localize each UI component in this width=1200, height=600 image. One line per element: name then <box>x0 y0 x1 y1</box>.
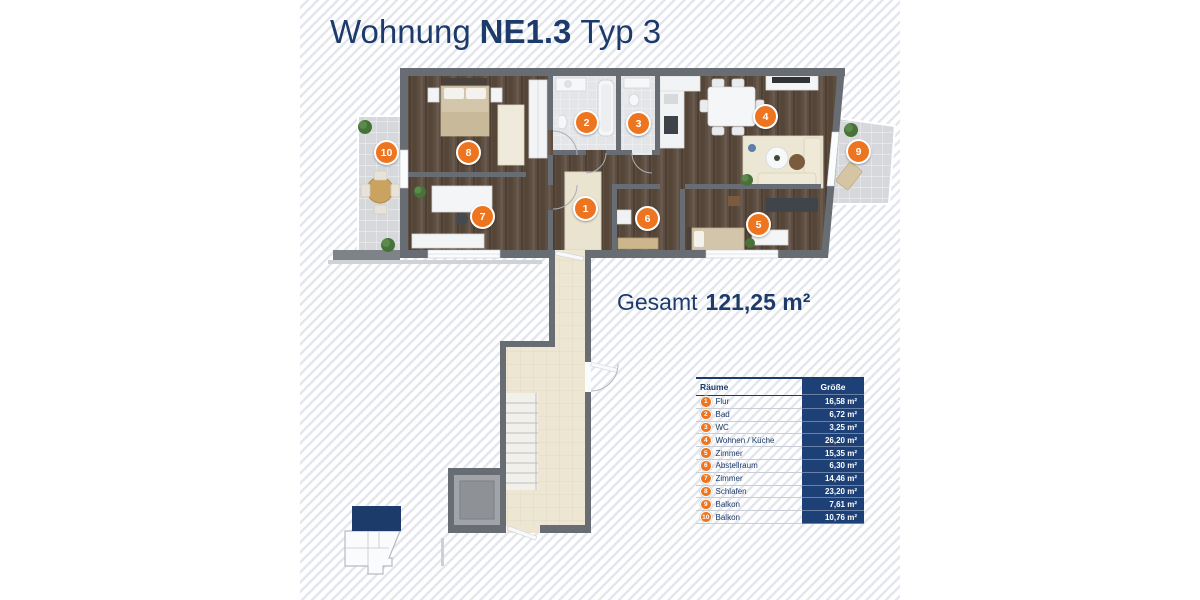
lounge-chair <box>835 162 863 190</box>
room-name: Balkon <box>715 512 740 522</box>
row-number-badge: 6 <box>700 460 712 472</box>
room-marker-2: 2 <box>574 110 599 135</box>
room-size: 16,58 m² <box>824 397 857 407</box>
header-rooms: Räume <box>700 382 729 392</box>
kitchen-counter <box>659 75 701 149</box>
room-name: Wohnen / Küche <box>715 435 775 445</box>
row-number-badge: 4 <box>700 434 712 447</box>
room-name: Zimmer <box>715 448 743 458</box>
room-size: 6,72 m² <box>829 410 857 420</box>
living-furniture <box>699 75 824 189</box>
total-value: 121,25 m² <box>705 289 811 315</box>
row-number-badge: 5 <box>700 447 712 459</box>
row-number-badge: 1 <box>700 396 712 408</box>
side-table <box>789 154 805 170</box>
highlighted-unit <box>352 506 401 531</box>
tv <box>772 77 810 83</box>
terrace-edge <box>328 260 542 264</box>
room-marker-3: 3 <box>626 111 651 136</box>
row-number-badge: 7 <box>700 472 712 485</box>
balcony-table <box>366 176 394 204</box>
plants <box>358 120 858 252</box>
title-prefix: Wohnung <box>330 13 471 50</box>
room-size: 10,76 m² <box>824 512 857 522</box>
room-name: Bad <box>715 410 730 420</box>
building-locator-map <box>344 506 401 575</box>
room-marker-5: 5 <box>746 212 771 237</box>
bath-fixtures <box>555 77 615 137</box>
balcony-door-left <box>399 149 409 189</box>
room-name: Abstellraum <box>715 461 758 471</box>
neighbor-wall-stub <box>441 538 444 566</box>
room-marker-7: 7 <box>470 204 495 229</box>
room-name: Balkon <box>715 499 740 509</box>
wardrobe-dark <box>766 198 818 212</box>
room-name: Flur <box>715 397 730 407</box>
room-marker-9: 9 <box>846 139 871 164</box>
room-name: WC <box>715 422 729 432</box>
room-marker-1: 1 <box>573 196 598 221</box>
floor-plan-drawing <box>328 68 897 566</box>
stairwell <box>454 258 585 525</box>
header-size: Größe <box>820 381 846 392</box>
title-suffix: Typ 3 <box>580 13 662 50</box>
row-number-badge: 9 <box>700 498 712 511</box>
room-name: Zimmer <box>715 474 743 484</box>
room-size: 14,46 m² <box>824 474 857 484</box>
row-number-badge: 10 <box>700 511 712 523</box>
floorplan-sheet: Wohnung NE1.3 Typ 3 Gesamt 121,25 m² 1 2… <box>300 0 900 600</box>
room-size: 6,30 m² <box>829 461 857 471</box>
row-number-badge: 8 <box>700 485 712 498</box>
row-number-badge: 2 <box>700 408 712 421</box>
building-outline <box>344 530 401 575</box>
room-size: 15,35 m² <box>824 448 857 458</box>
wc-fixtures <box>623 77 651 107</box>
room-marker-10: 10 <box>374 140 399 165</box>
room-size: 23,20 m² <box>824 486 857 496</box>
room-name: Schlafen <box>715 486 747 496</box>
room-size: 26,20 m² <box>824 435 857 445</box>
table-header-row: Räume Größe <box>696 379 864 396</box>
room-marker-8: 8 <box>456 140 481 165</box>
staircase <box>506 393 538 490</box>
title-unit: NE1.3 <box>479 13 572 50</box>
row-number-badge: 3 <box>700 421 712 434</box>
page-title: Wohnung NE1.3 Typ 3 <box>330 13 661 51</box>
room-marker-4: 4 <box>753 104 778 129</box>
windows-doors <box>399 130 840 541</box>
balcony-left-10 <box>357 115 403 253</box>
room-size: 7,61 m² <box>829 499 857 509</box>
room-size: 3,25 m² <box>829 422 857 432</box>
dining-table <box>707 86 756 127</box>
total-area: Gesamt 121,25 m² <box>617 289 810 316</box>
room-marker-6: 6 <box>635 206 660 231</box>
bedroom-furniture <box>427 78 548 166</box>
total-label: Gesamt <box>617 289 698 315</box>
balcony-door-right <box>826 131 840 187</box>
